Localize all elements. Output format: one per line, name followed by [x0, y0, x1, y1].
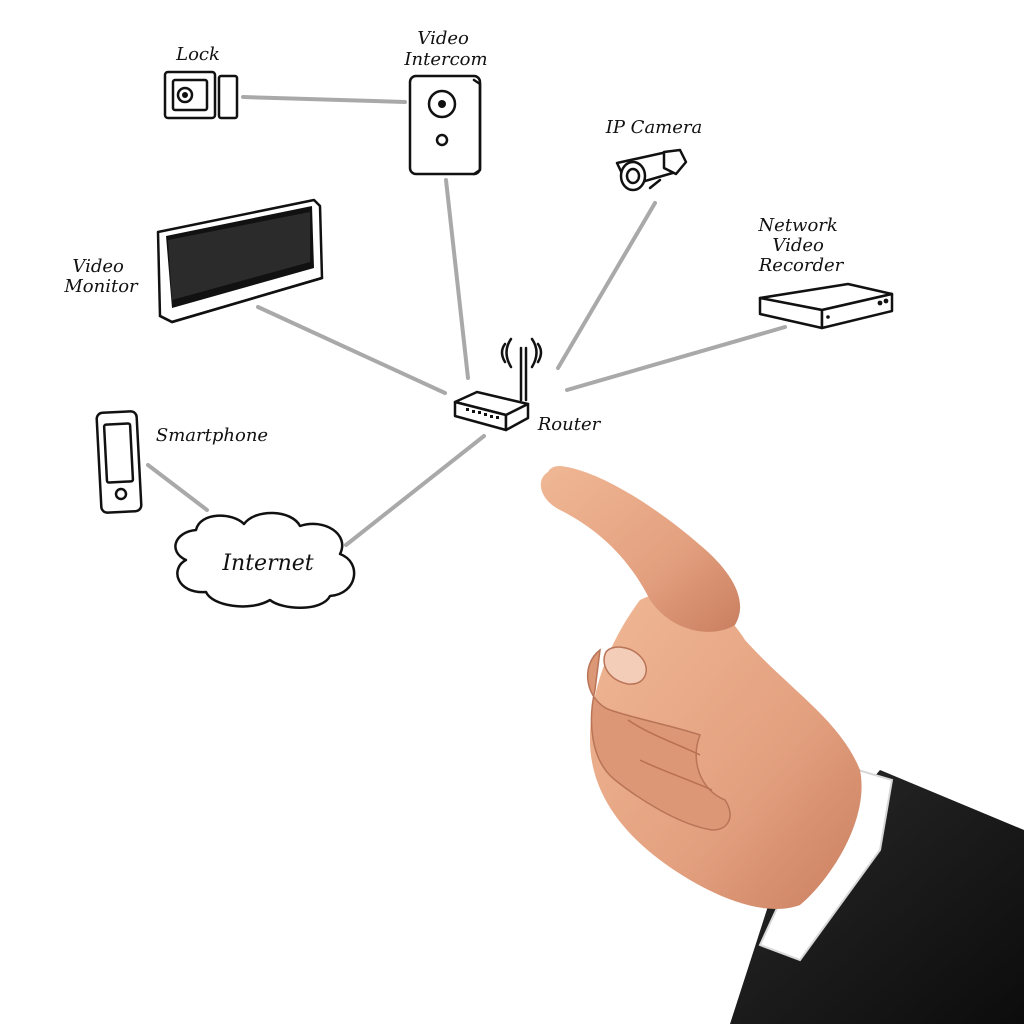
video-intercom-icon [408, 74, 482, 176]
lock-label: Lock [175, 44, 220, 65]
video-intercom-label-line-2: Intercom [403, 49, 487, 70]
router-label: Router [537, 414, 602, 435]
lock-label-line: Lock [175, 44, 220, 65]
video-intercom-label: Video Intercom [403, 28, 487, 70]
router-label-line: Router [537, 414, 602, 435]
video-monitor-label: Video Monitor [63, 256, 139, 297]
index-finger [540, 466, 741, 632]
router-icon [453, 337, 543, 432]
edge-smartphone-internet [146, 463, 209, 512]
curled-fingers [586, 648, 731, 831]
network-video-recorder-label-line-2: Video [772, 235, 824, 256]
internet-cloud-icon [174, 511, 356, 609]
smartphone-label-line: Smartphone [156, 425, 268, 446]
smartphone-icon [95, 410, 143, 514]
pointing-hand-image [540, 466, 1024, 1024]
edge-lock-intercom [241, 95, 407, 104]
connectors [146, 95, 787, 547]
hand-back [590, 592, 862, 909]
video-monitor-label-line-1: Video [72, 256, 124, 277]
internet-label: Internet [221, 551, 313, 576]
network-video-recorder-label: Network Video Recorder [757, 215, 844, 276]
thumbnail [603, 646, 647, 685]
knuckle-lines [627, 719, 713, 791]
edge-internet-router [344, 434, 486, 547]
edge-intercom-router [444, 178, 470, 380]
smartphone-label: Smartphone [156, 425, 268, 446]
network-video-recorder-label-line-3: Recorder [758, 255, 845, 276]
lock-icon [163, 70, 239, 120]
ip-camera-icon [615, 148, 688, 192]
network-video-recorder-label-line-1: Network [757, 215, 837, 236]
edge-recorder-router [565, 325, 787, 392]
video-intercom-label-line-1: Video [417, 28, 469, 49]
video-monitor-icon [156, 198, 324, 324]
video-monitor-label-line-2: Monitor [63, 276, 139, 297]
internet-label-line: Internet [221, 551, 313, 576]
ip-camera-label-line: IP Camera [605, 117, 703, 138]
edge-camera-router [556, 201, 657, 370]
network-video-recorder-icon [758, 282, 894, 330]
jacket-sleeve [730, 770, 1024, 1024]
edge-monitor-router [256, 305, 447, 395]
ip-camera-label: IP Camera [605, 117, 703, 138]
